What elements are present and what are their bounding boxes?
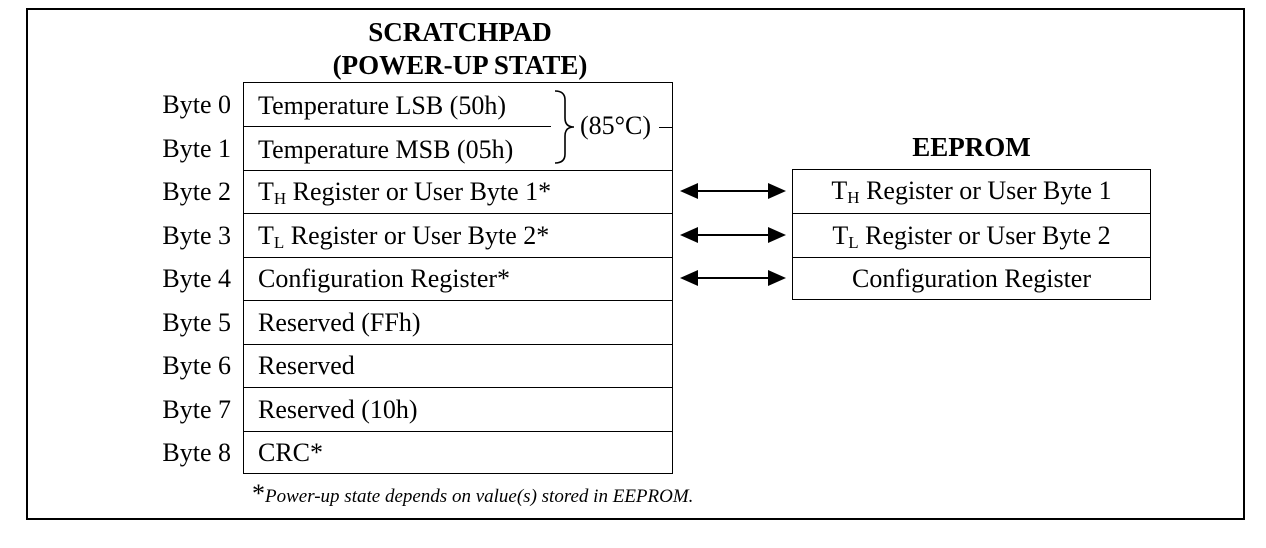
scratchpad-cell-7: Reserved (10h) — [258, 395, 418, 424]
eeprom-cell-2: Configuration Register — [851, 264, 1091, 293]
eeprom-cell-1: TL Register or User Byte 2 — [832, 221, 1111, 252]
temperature-divider — [244, 126, 551, 127]
byte-label-1: Byte 1 — [162, 134, 231, 163]
scratchpad-subtitle: (POWER-UP STATE) — [332, 50, 588, 80]
clipped-figure-caption — [0, 0, 640, 4]
eeprom-title: EEPROM — [912, 132, 1031, 162]
curly-brace-icon — [554, 90, 575, 164]
double-arrow-icon — [680, 183, 786, 199]
scratchpad-table: Temperature LSB (50h) Temperature MSB (0… — [243, 82, 673, 474]
scratchpad-row-7: Reserved (10h) — [244, 387, 672, 424]
scratchpad-title: SCRATCHPAD — [368, 17, 552, 47]
scratchpad-row-8: CRC* — [244, 431, 672, 467]
double-arrow-icon — [680, 270, 786, 286]
temperature-note: (85°C) — [580, 111, 652, 140]
eeprom-row-2: Configuration Register — [793, 257, 1150, 293]
byte-label-2: Byte 2 — [162, 177, 231, 206]
byte-label-7: Byte 7 — [162, 395, 231, 424]
eeprom-cell-0: TH Register or User Byte 1 — [831, 176, 1112, 207]
scratchpad-row-4: Configuration Register* — [244, 257, 672, 293]
scratchpad-row-6: Reserved — [244, 344, 672, 380]
scratchpad-cell-4: Configuration Register* — [258, 264, 511, 293]
byte-label-8: Byte 8 — [162, 438, 231, 467]
eeprom-table: TH Register or User Byte 1 TL Register o… — [792, 169, 1151, 300]
byte-label-3: Byte 3 — [162, 221, 231, 250]
scratchpad-cell-8: CRC* — [258, 438, 324, 467]
scratchpad-row-2: TH Register or User Byte 1* — [244, 170, 672, 208]
double-arrow-icon — [680, 227, 786, 243]
footnote: *Power-up state depends on value(s) stor… — [252, 479, 694, 508]
temperature-connector — [659, 127, 673, 128]
scratchpad-cell-3: TL Register or User Byte 2* — [258, 221, 550, 252]
scratchpad-cell-6: Reserved — [258, 351, 355, 380]
byte-label-6: Byte 6 — [162, 351, 231, 380]
byte-label-0: Byte 0 — [162, 90, 231, 119]
scratchpad-row-5: Reserved (FFh) — [244, 300, 672, 337]
scratchpad-cell-1: Temperature MSB (05h) — [258, 135, 514, 164]
scratchpad-row-3: TL Register or User Byte 2* — [244, 213, 672, 252]
byte-label-4: Byte 4 — [162, 264, 231, 293]
scratchpad-cell-0: Temperature LSB (50h) — [258, 91, 506, 120]
eeprom-row-1: TL Register or User Byte 2 — [793, 213, 1150, 252]
scratchpad-cell-2: TH Register or User Byte 1* — [258, 177, 552, 208]
scratchpad-cell-5: Reserved (FFh) — [258, 308, 421, 337]
byte-label-5: Byte 5 — [162, 308, 231, 337]
diagram-frame — [26, 8, 1245, 520]
